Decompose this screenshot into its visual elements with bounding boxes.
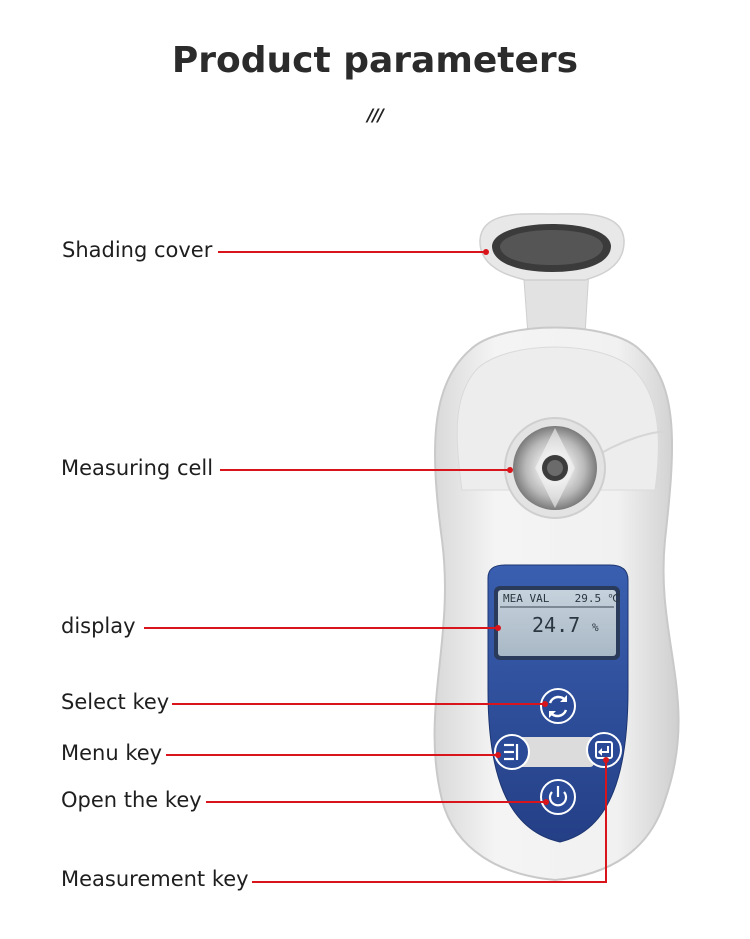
callout-endpoints bbox=[483, 249, 609, 805]
label-menu-key: Menu key bbox=[61, 741, 163, 765]
callout-leader-lines bbox=[144, 251, 607, 883]
measuring-cell bbox=[504, 417, 606, 519]
open-key[interactable] bbox=[540, 779, 576, 815]
shading-cover bbox=[479, 213, 625, 336]
label-select-key: Select key bbox=[61, 690, 170, 714]
label-display: display bbox=[61, 614, 136, 638]
menu-key[interactable] bbox=[494, 734, 530, 770]
lcd-reading: 24.7 bbox=[532, 613, 581, 637]
lcd-status-line: MEA VAL 29.5 ℃ bbox=[503, 592, 620, 605]
lcd-mode: MEA VAL bbox=[503, 592, 550, 605]
title-decoration: /// bbox=[367, 106, 384, 126]
lcd-unit: % bbox=[592, 621, 599, 634]
label-measuring-cell: Measuring cell bbox=[61, 456, 214, 480]
label-measurement-key: Measurement key bbox=[61, 867, 249, 891]
measurement-key[interactable] bbox=[586, 732, 622, 768]
label-open-key: Open the key bbox=[61, 788, 202, 812]
list-menu-icon bbox=[504, 743, 519, 761]
refresh-cycle-icon bbox=[548, 695, 568, 718]
label-shading-cover: Shading cover bbox=[62, 238, 213, 262]
power-icon bbox=[548, 786, 568, 807]
page-title: Product parameters bbox=[171, 40, 579, 81]
select-key[interactable] bbox=[540, 688, 576, 724]
leader-measurement-key bbox=[252, 760, 607, 883]
lcd-temperature: 29.5 ℃ bbox=[574, 592, 621, 605]
